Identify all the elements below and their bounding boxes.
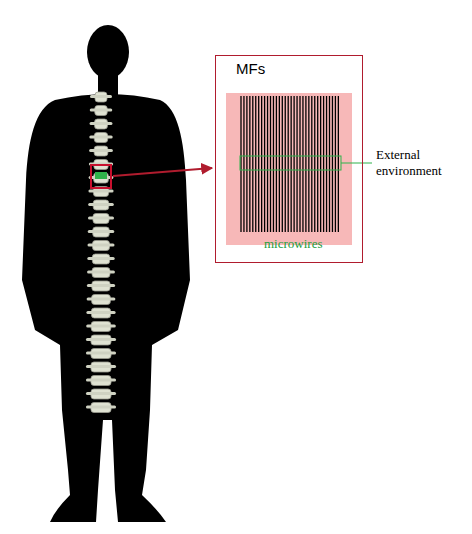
vertebra-process	[86, 311, 115, 314]
microwire	[270, 96, 271, 232]
microwire	[302, 96, 303, 232]
microwire	[267, 96, 268, 232]
vertebra	[94, 173, 109, 183]
microwire	[252, 96, 253, 232]
microwire	[323, 96, 324, 232]
microwire	[246, 96, 247, 232]
microwire	[249, 96, 250, 232]
zoom-panel: MFs microwires	[215, 55, 363, 263]
microwire	[255, 96, 256, 232]
microwire	[273, 96, 274, 232]
vertebra-process	[86, 325, 116, 328]
vertebra-process	[88, 217, 114, 220]
microwire	[305, 96, 306, 232]
vertebra-process	[86, 406, 116, 409]
microwire	[243, 96, 244, 232]
microwire	[311, 96, 312, 232]
vertebra-process	[90, 109, 112, 112]
part-label: microwires	[264, 236, 322, 252]
microwire	[264, 96, 265, 232]
spine	[86, 92, 116, 413]
vertebra-process	[90, 95, 112, 98]
vertebra-process	[86, 338, 116, 341]
microwire	[338, 96, 339, 232]
microwire	[290, 96, 291, 232]
microwire	[276, 96, 277, 232]
callout-label: External environment	[376, 147, 468, 178]
microwire	[335, 96, 336, 232]
microwire	[240, 96, 241, 232]
microwire	[332, 96, 333, 232]
microwire	[314, 96, 315, 232]
mf-matrix	[226, 93, 352, 245]
vertebra-process	[88, 203, 114, 206]
vertebra-process	[89, 149, 113, 152]
microwire	[296, 96, 297, 232]
vertebra-process	[86, 392, 116, 395]
microwire	[279, 96, 280, 232]
panel-title: MFs	[236, 60, 265, 77]
vertebra-process	[87, 284, 115, 287]
microwire	[329, 96, 330, 232]
human-silhouette	[22, 25, 190, 522]
vertebra-process	[86, 365, 116, 368]
vertebra-process	[88, 230, 115, 233]
microwire	[285, 96, 286, 232]
microwire	[282, 96, 283, 232]
vertebra-process	[87, 257, 114, 260]
vertebra-process	[88, 190, 113, 193]
sample-marker	[91, 165, 111, 188]
microwire	[299, 96, 300, 232]
vertebra-process	[86, 352, 116, 355]
vertebra-process	[90, 122, 113, 125]
microwire	[317, 96, 318, 232]
zoom-arrow	[113, 168, 212, 176]
sample-microwires	[95, 172, 107, 179]
vertebra-process	[86, 379, 116, 382]
microwire-array	[241, 96, 338, 232]
vertebra-process	[88, 244, 115, 247]
exposure-window	[240, 156, 341, 170]
microwire	[293, 96, 294, 232]
microwire	[288, 96, 289, 232]
microwire	[258, 96, 259, 232]
microwire	[261, 96, 262, 232]
microwire	[326, 96, 327, 232]
microwire	[320, 96, 321, 232]
vertebra-process	[87, 298, 116, 301]
microwire	[308, 96, 309, 232]
vertebra-process	[87, 271, 115, 274]
vertebra-process	[89, 136, 112, 139]
leader-line	[341, 163, 372, 164]
